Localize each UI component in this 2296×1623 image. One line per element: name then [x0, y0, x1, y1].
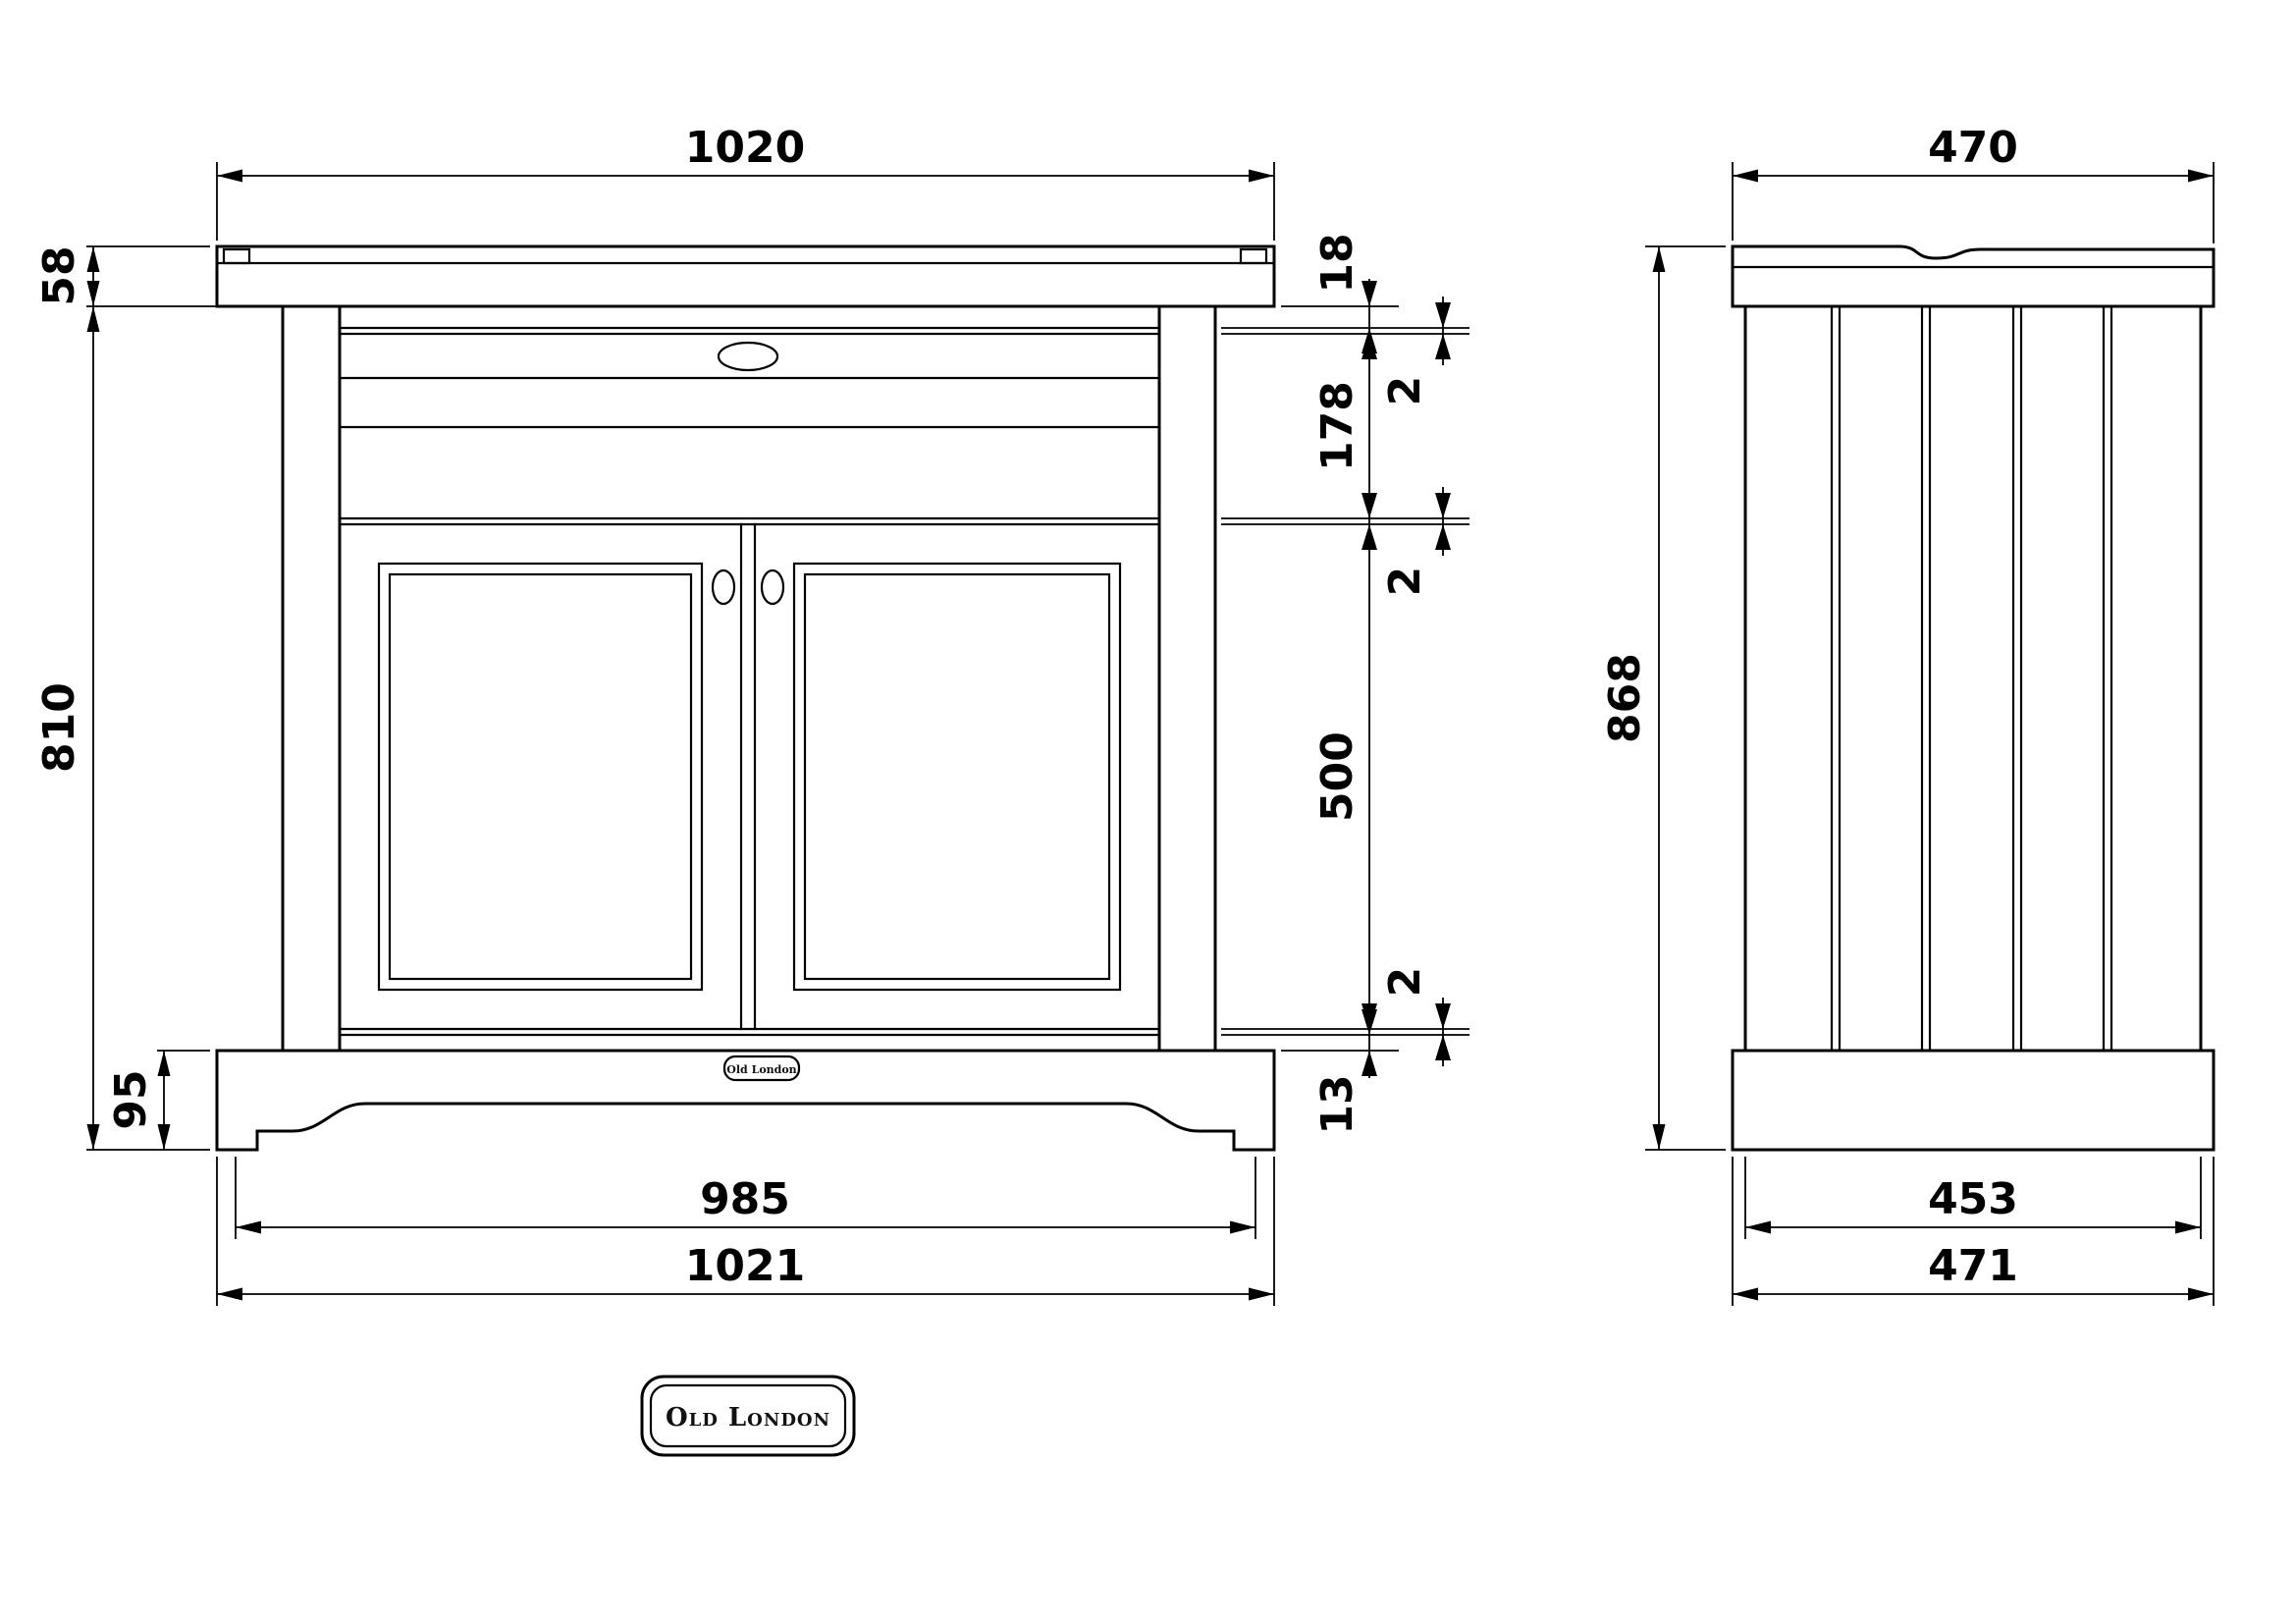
dim-front-plinth-height: 95 [106, 1050, 210, 1150]
front-doors [377, 522, 1122, 1031]
dim-front-top-width: 1020 [216, 123, 1275, 241]
front-worktop [215, 244, 1276, 308]
dim-label-base-depth: 453 [1928, 1174, 2018, 1224]
dim-label-bottom-rail: 13 [1312, 1074, 1362, 1134]
dim-label-drawer-front: 178 [1312, 381, 1362, 471]
dim-front-cabinet-height: 810 [34, 306, 210, 1151]
door-knob-right [760, 568, 785, 606]
right-door-panel [792, 562, 1122, 992]
door-knob-left [711, 568, 736, 606]
dim-label-gap-top: 2 [1380, 376, 1430, 406]
dim-label-worktop-height: 58 [34, 245, 84, 305]
dim-front-overall-width: 1021 [216, 1157, 1275, 1306]
dim-front-right-stack: 18 178 500 13 [1221, 233, 1469, 1135]
dim-front-gap-bottom: 2 [1380, 967, 1451, 1066]
dim-front-base-width: 985 [235, 1157, 1256, 1239]
dim-label-overall-height: 868 [1600, 653, 1650, 743]
dim-side-top-depth: 470 [1732, 123, 2215, 243]
dim-side-overall-height: 868 [1600, 245, 1726, 1151]
badge-text: Old London [726, 1063, 796, 1076]
dim-side-overall-depth: 471 [1732, 1157, 2215, 1306]
left-door-panel [377, 562, 704, 992]
dim-label-base-width: 985 [700, 1174, 790, 1224]
dim-label-overall-width: 1021 [685, 1241, 805, 1291]
dim-front-gap-middle: 2 [1380, 487, 1451, 596]
dim-label-plinth-height: 95 [106, 1069, 156, 1129]
drawer-pull-recess [717, 341, 779, 372]
dim-label-gap-bottom: 2 [1380, 967, 1430, 998]
dim-label-top-depth: 470 [1928, 123, 2018, 173]
front-plinth: Old London [215, 1049, 1276, 1152]
side-panel [1743, 304, 2203, 1053]
front-view: Old London [215, 244, 1276, 1152]
side-view [1731, 244, 2216, 1152]
front-dimensions: 1020 58 810 95 [34, 123, 1469, 1306]
brand-logo: Old London [640, 1375, 856, 1457]
dim-front-worktop-height: 58 [34, 245, 277, 307]
front-cabinet-body [281, 304, 1217, 1053]
dim-label-overall-depth: 471 [1928, 1241, 2018, 1291]
worktop-end-detail-right [1239, 247, 1268, 265]
brand-logo-text: Old London [666, 1403, 830, 1433]
worktop-end-detail-left [222, 247, 251, 265]
side-worktop [1731, 244, 2216, 308]
dim-label-top-width: 1020 [685, 123, 805, 173]
dim-label-door-height: 500 [1312, 731, 1362, 822]
side-plinth [1731, 1049, 2216, 1152]
plinth-brand-badge: Old London [722, 1055, 801, 1082]
side-dimensions: 470 868 453 471 [1600, 123, 2215, 1306]
dim-side-base-depth: 453 [1744, 1157, 2202, 1239]
dim-front-gap-top: 2 [1380, 297, 1451, 406]
dim-label-gap-middle: 2 [1380, 567, 1430, 597]
dim-label-worktop-edge: 18 [1312, 233, 1362, 293]
dim-label-cabinet-height: 810 [34, 682, 84, 773]
